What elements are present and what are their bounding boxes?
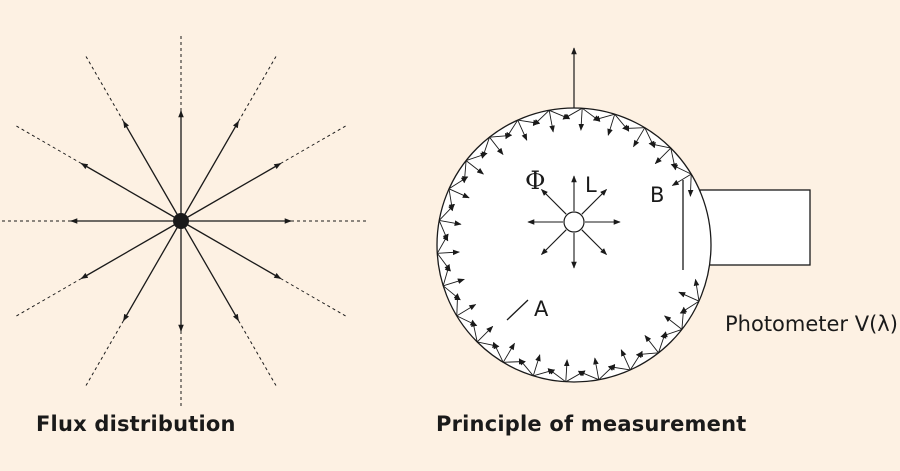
reflection-arrow xyxy=(481,137,490,159)
reflection-arrow xyxy=(517,119,528,141)
point-a-label: A xyxy=(534,297,549,321)
reflection-arrow xyxy=(443,278,465,287)
lamp-ray xyxy=(581,229,607,255)
flux-distribution-caption: Flux distribution xyxy=(36,412,236,436)
flux-ray xyxy=(180,120,240,222)
sphere-wall-reflections xyxy=(436,107,700,383)
reflection-arrow xyxy=(598,364,616,381)
photometer-label: Photometer V(λ) xyxy=(725,312,898,336)
reflection-arrow xyxy=(680,306,686,330)
flux-ray xyxy=(122,120,182,222)
flux-ray xyxy=(180,220,240,322)
reflection-arrow xyxy=(622,125,645,132)
lamp-ray xyxy=(541,229,567,255)
baffle-label: B xyxy=(650,183,664,207)
reflection-arrow xyxy=(503,358,526,365)
reflection-arrow xyxy=(502,342,515,363)
reflection-arrow xyxy=(693,278,700,302)
reflection-arrow xyxy=(654,147,672,165)
reflection-arrow xyxy=(439,219,462,226)
photometer-box xyxy=(699,189,811,266)
reflection-arrow xyxy=(548,110,555,133)
reflection-arrow xyxy=(658,331,667,353)
reflection-arrow xyxy=(456,304,477,317)
reflection-arrow xyxy=(687,174,694,197)
reflection-arrow xyxy=(462,160,468,184)
reflection-arrow xyxy=(549,109,571,120)
reflection-arrow xyxy=(644,334,659,354)
reflection-arrow xyxy=(532,109,550,126)
reflection-arrow xyxy=(565,370,586,383)
reflection-arrow xyxy=(489,136,504,156)
point-source xyxy=(173,213,189,229)
reflection-arrow xyxy=(448,188,455,212)
flux-ray-extension xyxy=(238,320,278,388)
flux-ray-extension xyxy=(14,278,82,318)
flux-ray-extension xyxy=(280,124,348,164)
reflection-arrow xyxy=(633,127,646,148)
flux-ray xyxy=(80,162,182,222)
reflection-arrow xyxy=(442,285,461,301)
reflection-arrow xyxy=(648,142,671,149)
lamp-label: L xyxy=(585,173,597,197)
integrating-sphere-diagram: Φ L B A Photometer V(λ) xyxy=(436,47,898,383)
reflection-arrow xyxy=(532,354,541,376)
reflection-arrow xyxy=(664,315,683,330)
reflection-arrow xyxy=(448,188,470,199)
reflection-arrow xyxy=(678,291,700,302)
reflection-arrow xyxy=(620,349,631,371)
flux-ray-extension xyxy=(84,320,124,388)
measurement-principle-caption: Principle of measurement xyxy=(436,412,747,436)
flux-ray xyxy=(122,220,182,322)
reflection-arrow xyxy=(505,119,519,140)
lamp-source xyxy=(563,211,585,233)
reflection-arrow xyxy=(592,113,615,122)
reflection-arrow xyxy=(607,114,616,136)
reflection-arrow xyxy=(578,108,585,131)
flux-ray-extension xyxy=(14,124,82,164)
reflection-arrow xyxy=(533,368,556,377)
reflection-arrow xyxy=(476,325,494,343)
reflection-arrow xyxy=(436,253,451,272)
flux-ray-extension xyxy=(238,54,278,122)
flux-ray xyxy=(180,162,282,222)
point-a-marker xyxy=(506,299,529,321)
reflection-arrow xyxy=(437,249,460,256)
reflection-arrow xyxy=(563,359,570,382)
lamp-ray xyxy=(581,189,607,215)
flux-ray-extension xyxy=(280,278,348,318)
reflection-arrow xyxy=(629,350,643,371)
reflection-arrow xyxy=(593,357,600,380)
flux-ray xyxy=(180,220,282,280)
lamp-ray xyxy=(541,189,567,215)
reflection-arrow xyxy=(465,160,484,175)
reflection-arrow xyxy=(456,315,478,326)
reflection-arrow xyxy=(477,341,500,348)
flux-ray xyxy=(80,220,182,280)
reflection-arrow xyxy=(671,173,692,186)
lamp-emission-arrows xyxy=(527,175,621,269)
flux-ray-extension xyxy=(84,54,124,122)
flux-distribution-diagram xyxy=(0,35,367,407)
reflection-arrow xyxy=(438,220,449,242)
phi-label: Φ xyxy=(525,166,546,195)
reflection-arrow xyxy=(670,164,692,175)
